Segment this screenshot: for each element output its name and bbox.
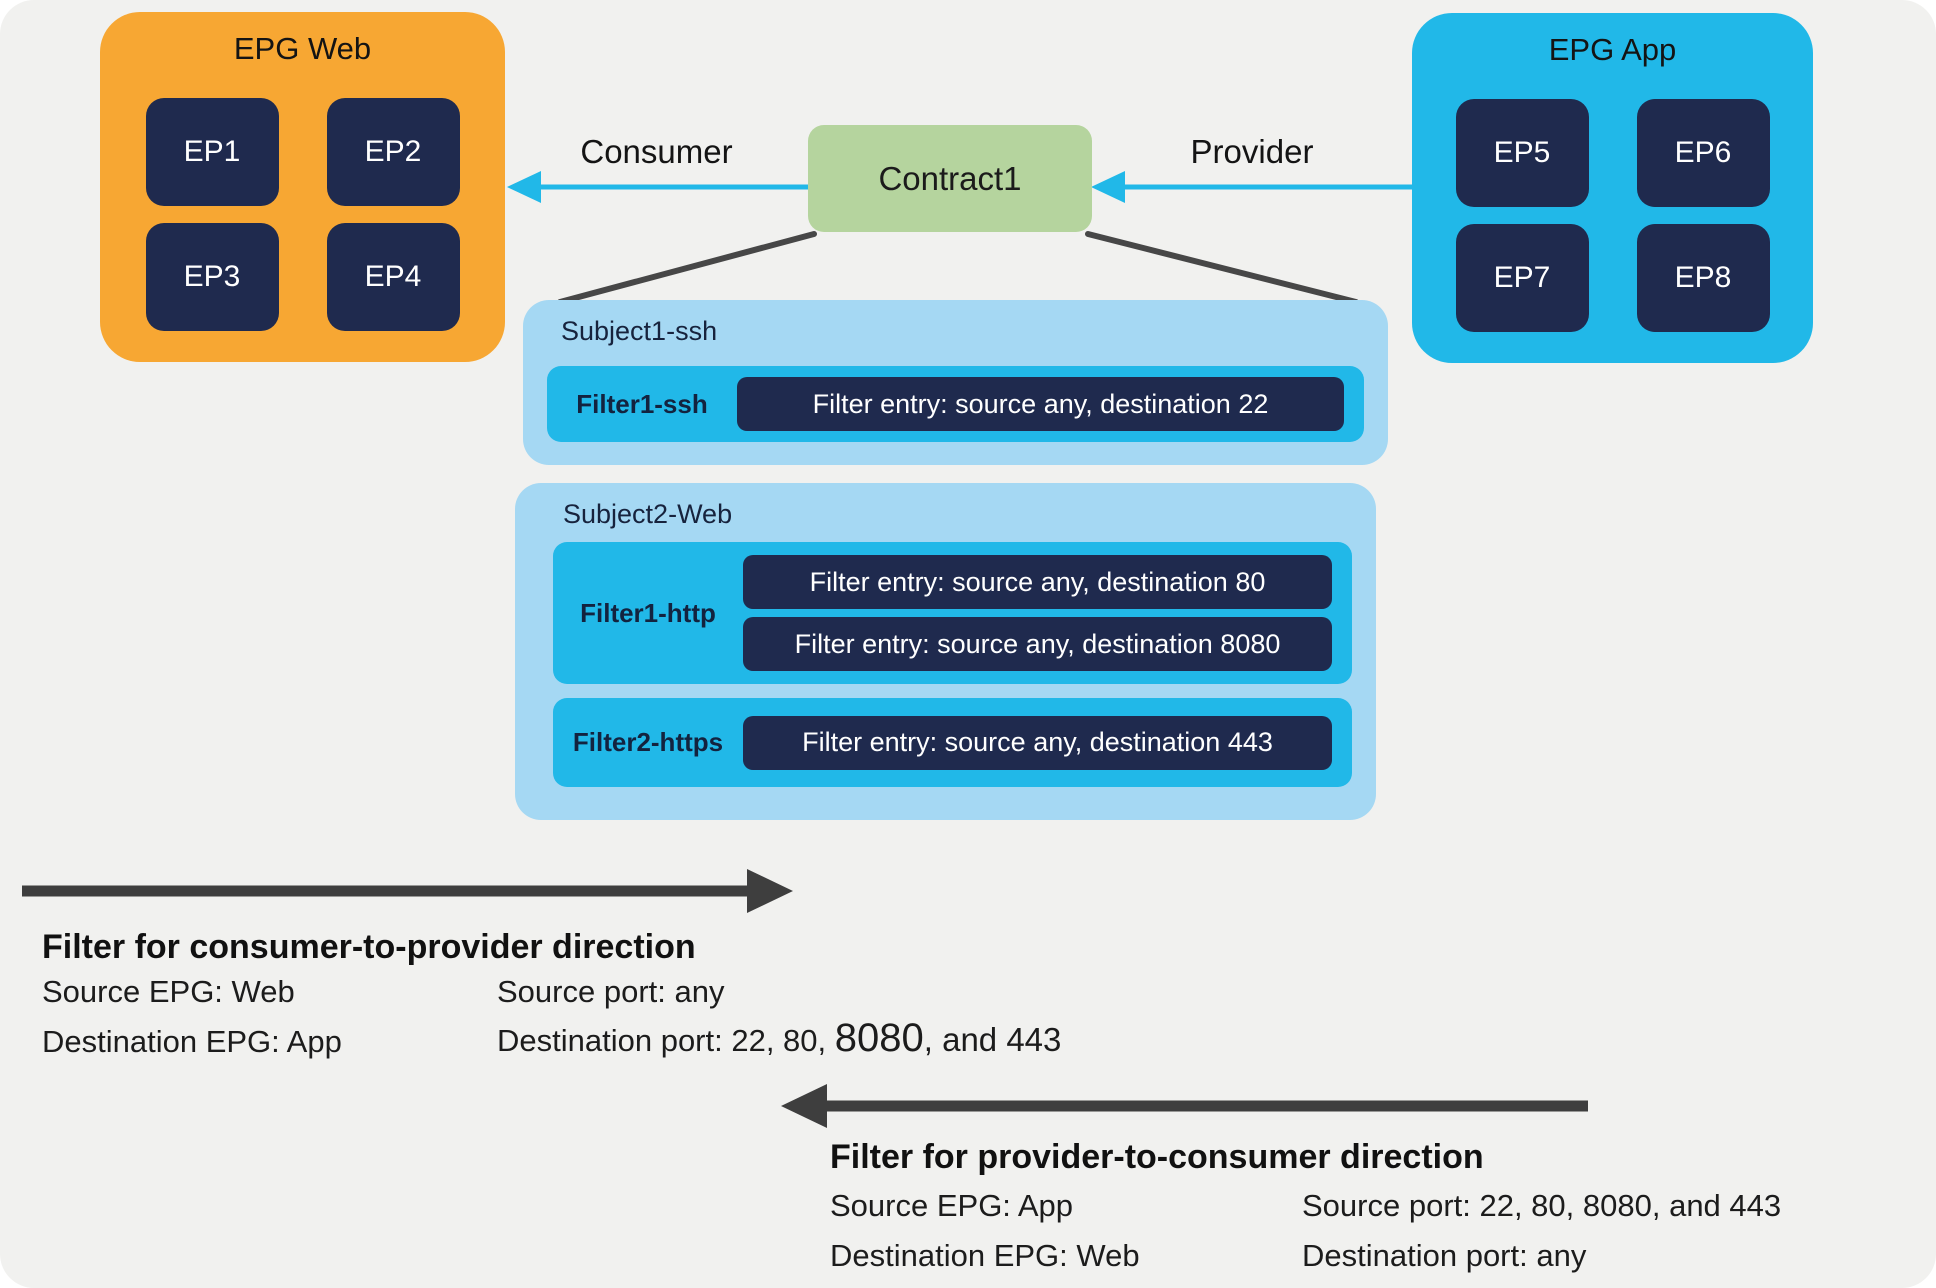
provider-label: Provider: [1190, 133, 1314, 170]
filter1-http-entries: Filter entry: source any, destination 80…: [743, 555, 1332, 671]
filter-entry-dest-22: Filter entry: source any, destination 22: [737, 377, 1344, 431]
epg-app-endpoint-grid: EP5 EP6 EP7 EP8: [1412, 99, 1813, 332]
provider-to-consumer-heading: Filter for provider-to-consumer directio…: [830, 1138, 1484, 1176]
c2p-destination-port-part1: Destination port: 22, 80,: [497, 1023, 835, 1058]
endpoint-ep8: EP8: [1636, 224, 1770, 332]
filter1-ssh-box: Filter1-ssh Filter entry: source any, de…: [547, 366, 1364, 442]
endpoint-ep6: EP6: [1636, 99, 1770, 207]
filter1-ssh-name: Filter1-ssh: [576, 388, 708, 419]
p2c-source-port: Source port: 22, 80, 8080, and 443: [1302, 1188, 1782, 1223]
subject2-name: Subject2-Web: [563, 499, 733, 529]
endpoint-ep5: EP5: [1455, 99, 1589, 207]
subject1-ssh-box: Subject1-ssh Filter1-ssh Filter entry: s…: [523, 300, 1388, 465]
filter1-ssh-entries: Filter entry: source any, destination 22: [737, 377, 1344, 431]
subject2-web-box: Subject2-Web Filter1-http Filter entry: …: [515, 483, 1376, 820]
provider-arrow-head-icon: [1091, 171, 1125, 203]
filter2-https-box: Filter2-https Filter entry: source any, …: [553, 698, 1352, 787]
filter1-http-name: Filter1-http: [580, 597, 716, 628]
consumer-label: Consumer: [580, 133, 733, 170]
epg-web-title: EPG Web: [233, 31, 372, 66]
endpoint-ep3: EP3: [145, 223, 279, 331]
filter-entry-dest-8080: Filter entry: source any, destination 80…: [743, 617, 1332, 671]
c2p-destination-port-part2: 8080: [834, 1016, 924, 1060]
epg-app-title: EPG App: [1548, 32, 1677, 67]
c2p-source-epg: Source EPG: Web: [42, 974, 295, 1009]
consumer-arrow-head-icon: [507, 171, 541, 203]
contract-subject1-connector-right: [1085, 231, 1359, 305]
provider-to-consumer-arrow-head-icon: [781, 1084, 827, 1128]
contract-subject1-connector-left: [557, 231, 817, 305]
endpoint-ep1: EP1: [145, 98, 279, 206]
p2c-destination-port: Destination port: any: [1302, 1238, 1587, 1273]
c2p-destination-epg: Destination EPG: App: [42, 1024, 342, 1059]
endpoint-ep7: EP7: [1455, 224, 1589, 332]
filter-entry-dest-443: Filter entry: source any, destination 44…: [743, 715, 1332, 770]
endpoint-ep2: EP2: [326, 98, 460, 206]
p2c-source-epg: Source EPG: App: [830, 1188, 1073, 1223]
c2p-destination-port-part3: , and 443: [923, 1021, 1062, 1058]
endpoint-ep4: EP4: [326, 223, 460, 331]
filter2-https-entries: Filter entry: source any, destination 44…: [743, 715, 1332, 770]
filter-entry-dest-80: Filter entry: source any, destination 80: [743, 555, 1332, 609]
epg-web-endpoint-grid: EP1 EP2 EP3 EP4: [100, 98, 505, 331]
filter1-http-box: Filter1-http Filter entry: source any, d…: [553, 542, 1352, 684]
consumer-to-provider-arrow-head-icon: [747, 869, 793, 913]
consumer-to-provider-heading: Filter for consumer-to-provider directio…: [42, 928, 696, 966]
subject1-name: Subject1-ssh: [561, 316, 718, 346]
p2c-destination-epg: Destination EPG: Web: [830, 1238, 1140, 1273]
c2p-source-port: Source port: any: [497, 974, 725, 1009]
filter2-https-name: Filter2-https: [572, 727, 724, 757]
c2p-destination-port: Destination port: 22, 80, 8080, and 443: [497, 1016, 1061, 1061]
contract-box: Contract1: [808, 125, 1092, 232]
epg-app-group: EPG App EP5 EP6 EP7 EP8: [1412, 13, 1813, 363]
epg-web-group: EPG Web EP1 EP2 EP3 EP4: [100, 12, 505, 362]
